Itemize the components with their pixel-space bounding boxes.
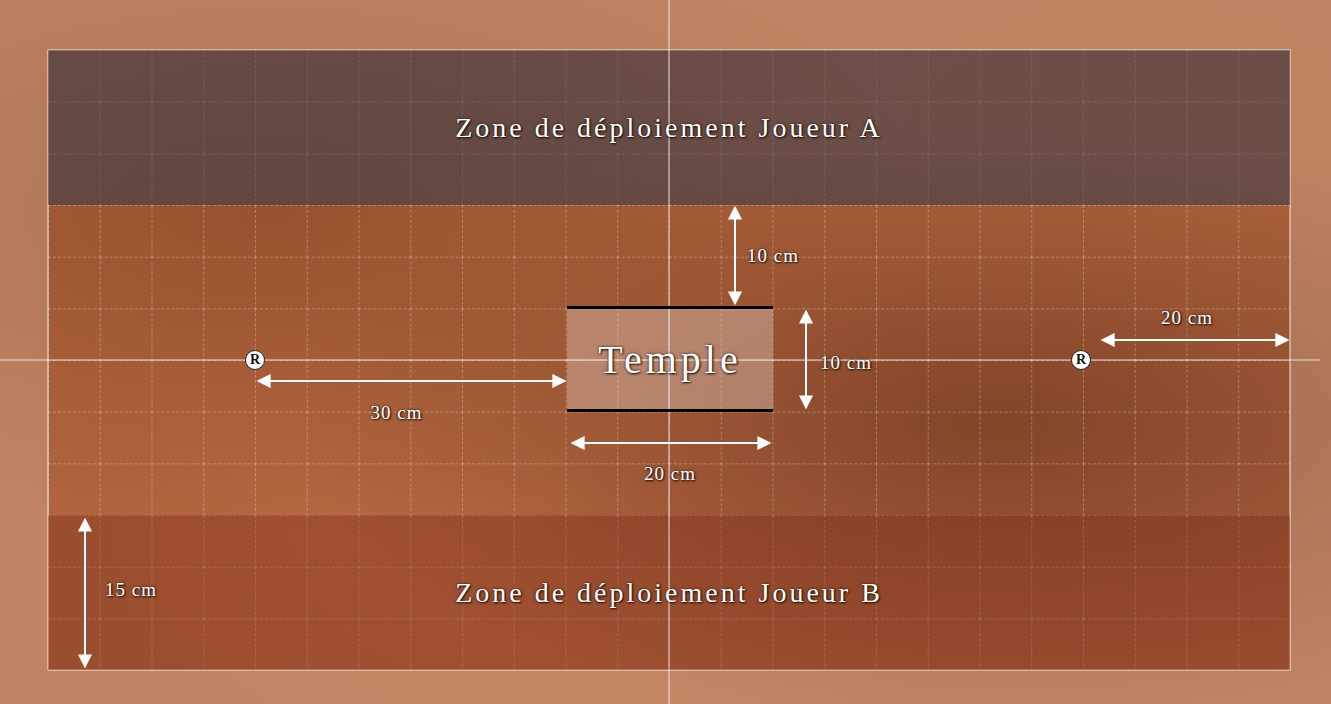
node-text: Zone de déploiement Joueur B	[455, 577, 883, 609]
dimension-label: 30 cm	[371, 402, 423, 424]
temple-area: Temple	[567, 306, 773, 412]
node-text: R	[250, 352, 260, 368]
dimension-label: 20 cm	[644, 463, 696, 485]
dimension-label: 10 cm	[820, 352, 872, 374]
marker-circle: R	[1071, 350, 1091, 370]
dimension-label: 15 cm	[105, 579, 157, 601]
deployment-zone: Zone de déploiement Joueur A	[48, 50, 1290, 205]
node-text: Temple	[598, 336, 741, 383]
dimension-arrow	[734, 207, 736, 304]
node-text: Zone de déploiement Joueur A	[455, 112, 883, 144]
dimension-label: 10 cm	[747, 245, 799, 267]
dimension-label: 20 cm	[1161, 307, 1213, 329]
marker-circle: R	[245, 350, 265, 370]
node-text: R	[1076, 352, 1086, 368]
deployment-zone: Zone de déploiement Joueur B	[48, 515, 1290, 670]
dimension-arrow	[258, 380, 565, 382]
